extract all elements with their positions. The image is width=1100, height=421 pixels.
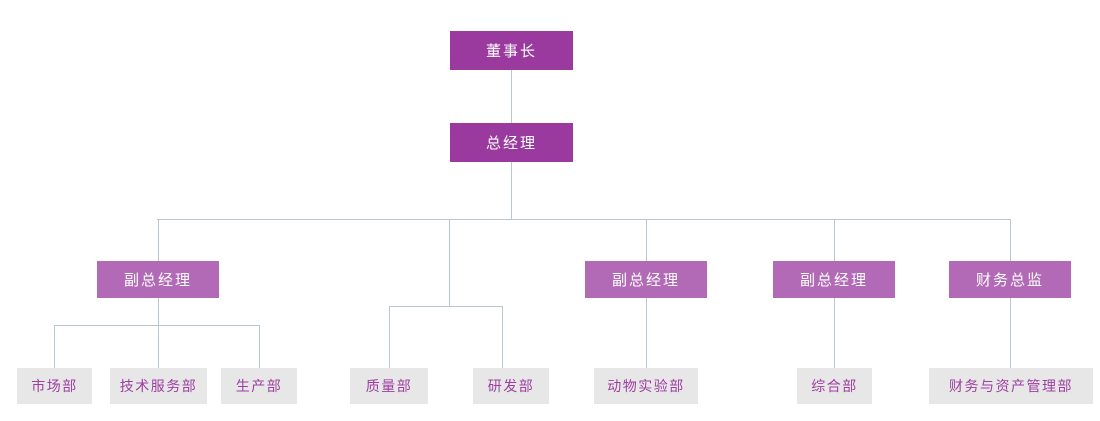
connector-finance-asset <box>1010 298 1011 368</box>
connector-production <box>259 325 260 368</box>
org-node-animal-lab-dept: 动物实验部 <box>594 368 698 404</box>
org-node-chairman: 董事长 <box>450 31 573 70</box>
org-node-deputy-gm-2: 副总经理 <box>585 261 707 298</box>
connector-branch-deputy-gm-3 <box>834 219 835 261</box>
org-node-deputy-gm-3: 副总经理 <box>773 261 895 298</box>
connector-main-horizontal <box>157 219 1011 220</box>
connector-chairman-gm <box>511 70 512 123</box>
org-node-general-affairs-dept: 综合部 <box>797 368 872 404</box>
org-node-quality-dept: 质量部 <box>350 368 428 404</box>
connector-branch-deputy-gm-2 <box>646 219 647 261</box>
connector-middle-horizontal <box>389 306 503 307</box>
org-node-tech-service-dept: 技术服务部 <box>110 368 207 404</box>
org-node-marketing-dept: 市场部 <box>17 368 92 404</box>
org-node-finance-director: 财务总监 <box>949 261 1071 298</box>
org-node-general-manager: 总经理 <box>450 123 573 162</box>
connector-quality <box>389 306 390 368</box>
connector-animal-lab <box>646 298 647 368</box>
org-node-deputy-gm-1: 副总经理 <box>97 261 219 298</box>
org-node-production-dept: 生产部 <box>221 368 297 404</box>
connector-left-horizontal <box>54 325 260 326</box>
connector-branch-deputy-gm-1 <box>158 219 159 261</box>
connector-deputy-gm-1-down <box>158 298 159 368</box>
connector-rd <box>502 306 503 368</box>
connector-gm-down <box>511 162 512 219</box>
org-node-finance-asset-dept: 财务与资产管理部 <box>929 368 1093 404</box>
org-node-rd-dept: 研发部 <box>473 368 549 404</box>
connector-general-affairs <box>834 298 835 368</box>
connector-branch-finance-director <box>1010 219 1011 261</box>
connector-branch-middle <box>449 219 450 306</box>
connector-marketing <box>54 325 55 368</box>
